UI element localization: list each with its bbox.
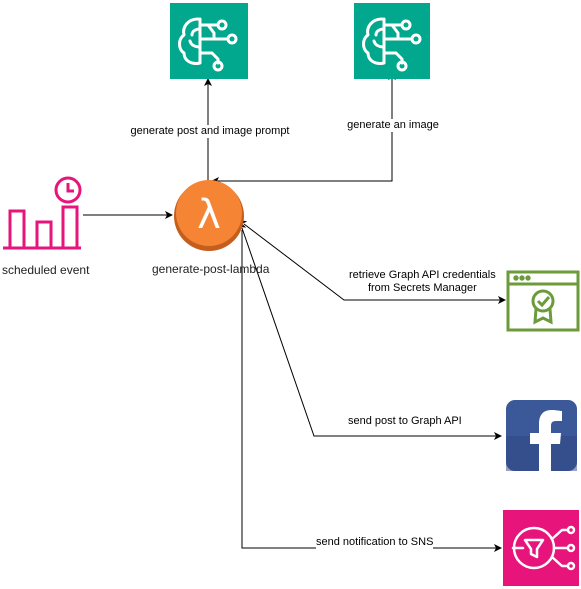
bedrock-brain-icon	[170, 3, 248, 79]
edge-label-prompt: generate post and image prompt	[130, 125, 290, 138]
eventbridge-scheduler-icon	[3, 176, 82, 250]
sns-icon	[503, 510, 579, 586]
edge-label-sns: send notification to SNS	[316, 536, 434, 549]
facebook-icon	[506, 400, 577, 471]
edge-label-secrets: retrieve Graph API credentials from Secr…	[349, 269, 496, 295]
edge-label-graph: send post to Graph API	[348, 415, 462, 428]
svg-text:λ: λ	[197, 192, 221, 238]
bedrock-brain-icon	[354, 3, 430, 79]
scheduled-event-label: scheduled event	[2, 263, 90, 277]
edge-label-image: generate an image	[347, 119, 439, 132]
lambda-icon: λ	[174, 180, 244, 251]
lambda-label: generate-post-lambda	[152, 262, 270, 276]
certificate-window-icon	[506, 270, 580, 332]
edge-lambda-graph	[238, 221, 502, 440]
edge-lambda-bedrock-image	[211, 72, 396, 185]
